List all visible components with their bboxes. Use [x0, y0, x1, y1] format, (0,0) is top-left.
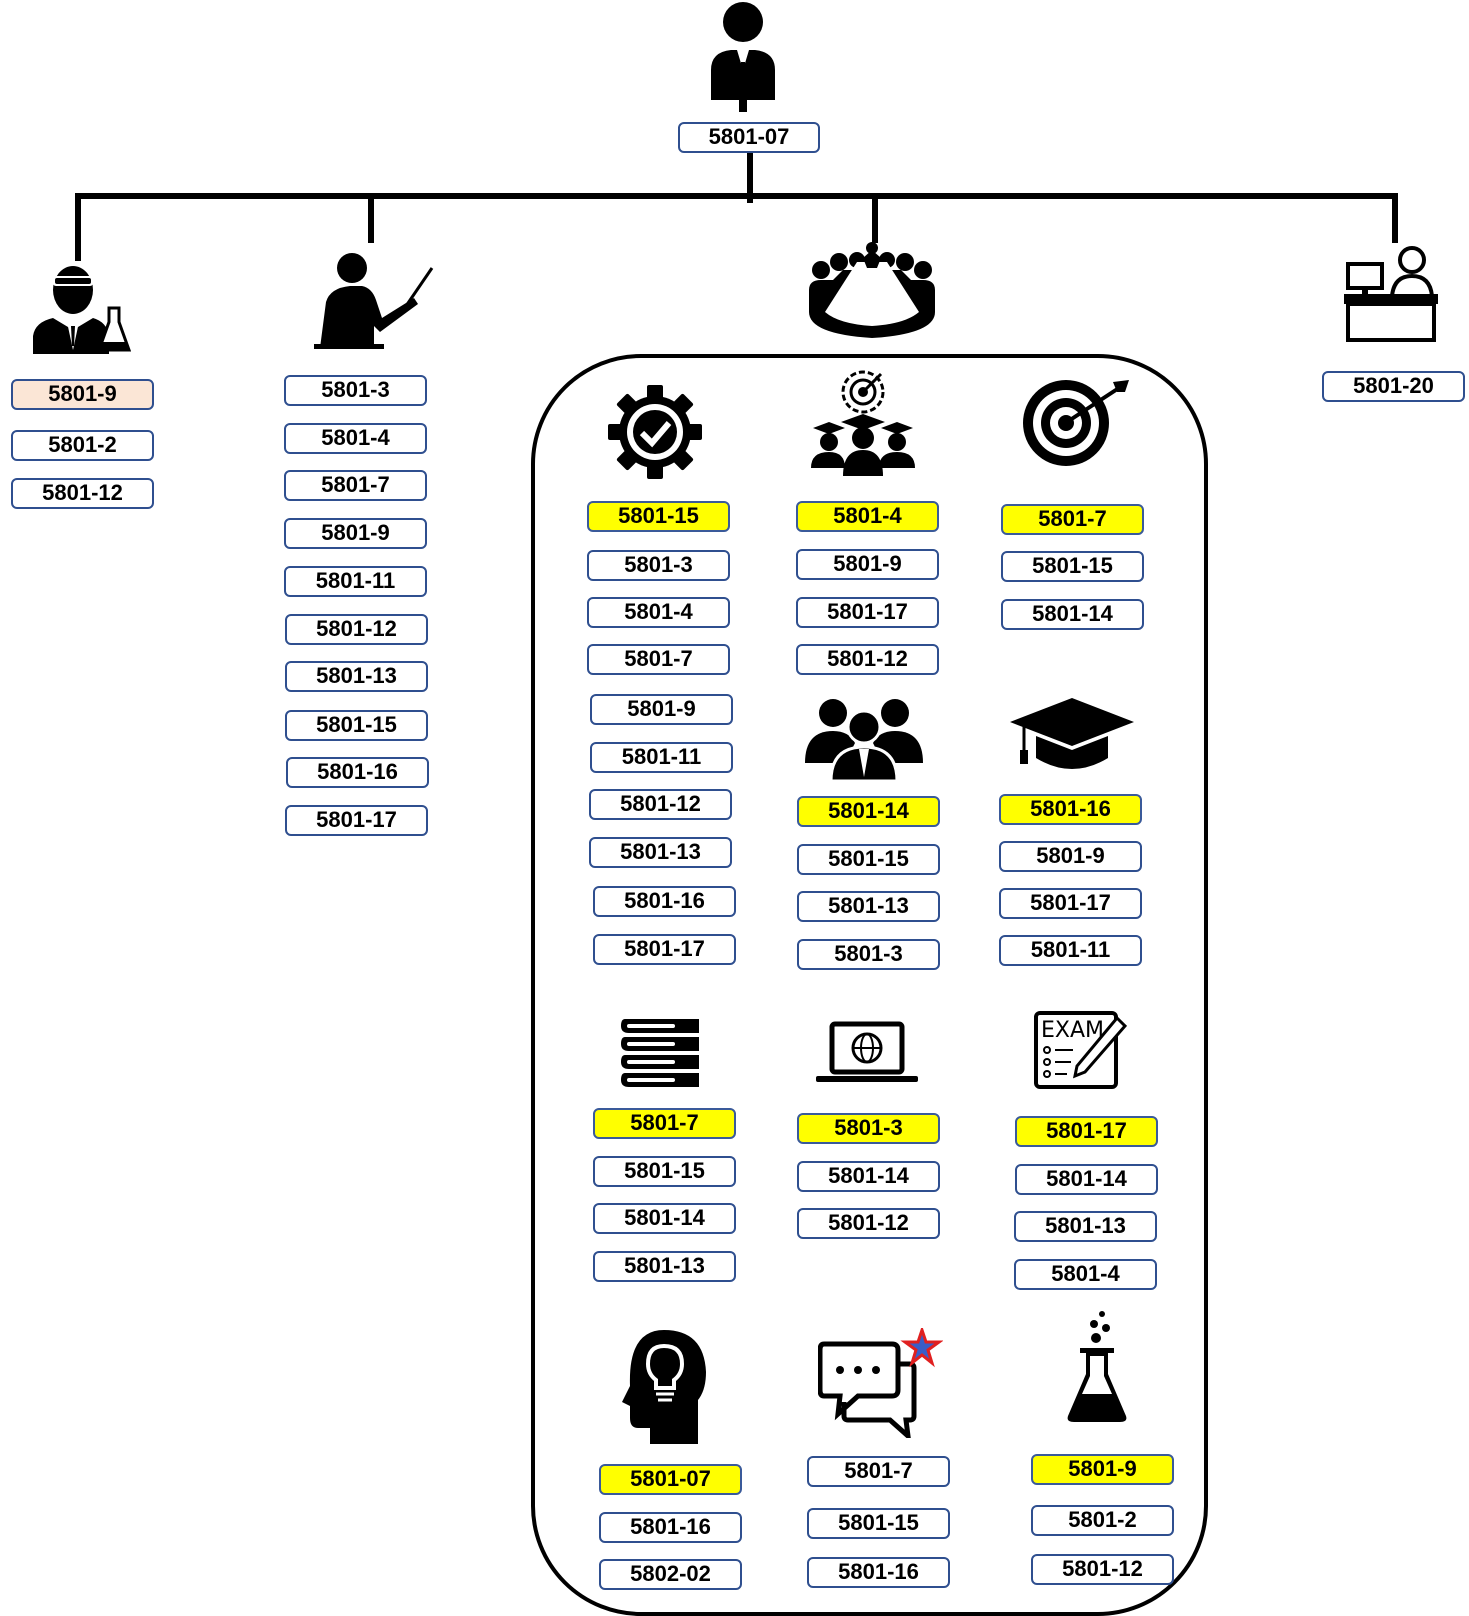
target-group-code-label: 5801-7: [1001, 504, 1144, 535]
researcher-code-label: 5801-2: [11, 430, 154, 461]
team-icon: [805, 699, 923, 781]
cap-group-code-label: 5801-9: [999, 841, 1142, 872]
flask-icon: [1067, 1311, 1127, 1422]
laptop-globe-icon: [816, 1021, 918, 1082]
laptop-group-code-label: 5801-3: [797, 1113, 940, 1144]
team-group-code-label: 5801-3: [797, 939, 940, 970]
books-group-code-label: 5801-7: [593, 1108, 736, 1139]
gear-group-code-label: 5801-7: [587, 644, 730, 675]
books-icon: [621, 1019, 699, 1087]
gear-group-code-label: 5801-9: [590, 694, 733, 725]
researcher-code-label: 5801-12: [11, 478, 154, 509]
gear-group-code-label: 5801-11: [590, 742, 733, 773]
graduates-group-code-label: 5801-12: [796, 644, 939, 675]
scientist-icon: [33, 266, 131, 354]
exam-group-code-label: 5801-14: [1015, 1164, 1158, 1195]
root-stem: [747, 153, 753, 203]
laptop-group-code-label: 5801-12: [797, 1208, 940, 1239]
drop-office: [1392, 193, 1398, 243]
teacher-code-label: 5801-4: [284, 423, 427, 454]
graduates-group-code-label: 5801-4: [796, 501, 939, 532]
gear-group-code-label: 5801-4: [587, 597, 730, 628]
gear-group-code-label: 5801-15: [587, 501, 730, 532]
teacher-code-label: 5801-17: [285, 805, 428, 836]
idea-group-code-label: 5801-16: [599, 1512, 742, 1543]
laptop-group-code-label: 5801-14: [797, 1161, 940, 1192]
head-lightbulb-icon: [622, 1330, 706, 1444]
target-group-code-label: 5801-14: [1001, 599, 1144, 630]
teacher-code-label: 5801-11: [284, 566, 427, 597]
teacher-code-label: 5801-12: [285, 614, 428, 645]
manager-icon: [711, 2, 775, 112]
teacher-code-label: 5801-16: [286, 757, 429, 788]
office-code-label: 5801-20: [1322, 371, 1465, 402]
books-group-code-label: 5801-13: [593, 1251, 736, 1282]
target-group-code-label: 5801-15: [1001, 551, 1144, 582]
chat-group-code-label: 5801-16: [807, 1557, 950, 1588]
teacher-icon: [314, 253, 434, 349]
teacher-code-label: 5801-9: [284, 518, 427, 549]
exam-icon-text: EXAM: [1041, 1018, 1104, 1043]
gear-group-code-label: 5801-13: [589, 837, 732, 868]
chat-group-code-label: 5801-15: [807, 1508, 950, 1539]
books-group-code-label: 5801-14: [593, 1203, 736, 1234]
gear-check-icon: [608, 385, 702, 479]
gear-group-code-label: 5801-12: [589, 789, 732, 820]
drop-researcher: [75, 193, 81, 261]
chat-star-icon: [818, 1328, 943, 1438]
idea-group-code-label: 5802-02: [599, 1559, 742, 1590]
flask-group-code-label: 5801-9: [1031, 1454, 1174, 1485]
graduates-group-code-label: 5801-9: [796, 549, 939, 580]
gear-group-code-label: 5801-16: [593, 886, 736, 917]
cap-group-code-label: 5801-17: [999, 888, 1142, 919]
root-code-label: 5801-07: [678, 122, 820, 153]
books-group-code-label: 5801-15: [593, 1156, 736, 1187]
teacher-code-label: 5801-13: [285, 661, 428, 692]
team-group-code-label: 5801-15: [797, 844, 940, 875]
team-group-code-label: 5801-14: [797, 796, 940, 827]
target-icon: [1023, 380, 1129, 466]
branch-bar: [75, 193, 1398, 199]
drop-teacher: [368, 193, 374, 243]
cap-group-code-label: 5801-11: [999, 935, 1142, 966]
exam-icon: EXAM: [1034, 1011, 1128, 1089]
teacher-code-label: 5801-3: [284, 375, 427, 406]
teacher-code-label: 5801-7: [284, 470, 427, 501]
exam-group-code-label: 5801-17: [1015, 1116, 1158, 1147]
cap-group-code-label: 5801-16: [999, 794, 1142, 825]
teacher-code-label: 5801-15: [285, 710, 428, 741]
gear-group-code-label: 5801-3: [587, 550, 730, 581]
gear-group-code-label: 5801-17: [593, 934, 736, 965]
chat-group-code-label: 5801-7: [807, 1456, 950, 1487]
office-worker-icon: [1344, 246, 1438, 342]
flask-group-code-label: 5801-12: [1031, 1554, 1174, 1585]
graduates-group-code-label: 5801-17: [796, 597, 939, 628]
department-cluster: [531, 354, 1208, 1616]
researcher-code-label: 5801-9: [11, 379, 154, 410]
meeting-icon: [809, 242, 935, 338]
flask-group-code-label: 5801-2: [1031, 1505, 1174, 1536]
drop-meeting: [872, 193, 878, 243]
graduates-target-icon: [811, 370, 915, 476]
exam-group-code-label: 5801-4: [1014, 1259, 1157, 1290]
exam-group-code-label: 5801-13: [1014, 1211, 1157, 1242]
graduation-cap-icon: [1010, 698, 1134, 769]
team-group-code-label: 5801-13: [797, 891, 940, 922]
idea-group-code-label: 5801-07: [599, 1464, 742, 1495]
